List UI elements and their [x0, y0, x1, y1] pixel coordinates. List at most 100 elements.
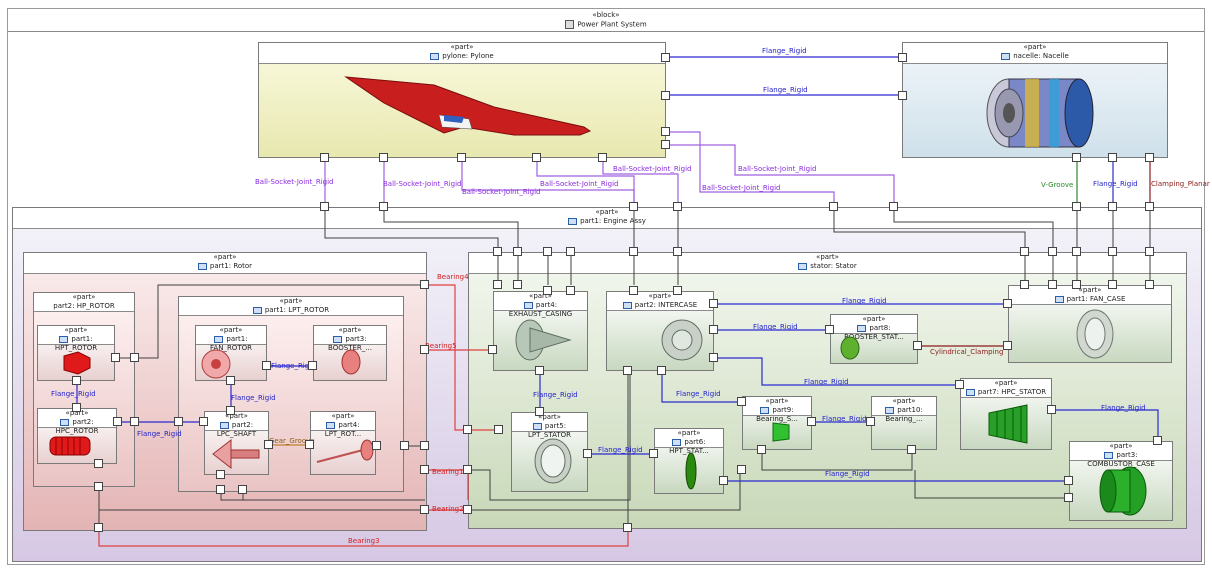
port[interactable]: [94, 523, 103, 532]
port[interactable]: [262, 361, 271, 370]
booster-rotor-part[interactable]: «part»part3: BOOSTER_...: [313, 325, 387, 381]
port[interactable]: [719, 476, 728, 485]
port[interactable]: [308, 361, 317, 370]
port[interactable]: [661, 53, 670, 62]
port[interactable]: [1145, 202, 1154, 211]
port[interactable]: [1153, 436, 1162, 445]
port[interactable]: [955, 380, 964, 389]
port[interactable]: [1108, 153, 1117, 162]
port[interactable]: [494, 425, 503, 434]
port[interactable]: [463, 425, 472, 434]
port[interactable]: [72, 376, 81, 385]
port[interactable]: [657, 366, 666, 375]
port[interactable]: [216, 485, 225, 494]
port[interactable]: [420, 280, 429, 289]
port[interactable]: [199, 417, 208, 426]
port[interactable]: [1072, 153, 1081, 162]
port[interactable]: [907, 445, 916, 454]
port[interactable]: [566, 247, 575, 256]
port[interactable]: [629, 202, 638, 211]
port[interactable]: [420, 505, 429, 514]
port[interactable]: [543, 247, 552, 256]
port[interactable]: [913, 341, 922, 350]
port[interactable]: [673, 202, 682, 211]
port[interactable]: [488, 345, 497, 354]
port[interactable]: [493, 247, 502, 256]
port[interactable]: [1047, 405, 1056, 414]
port[interactable]: [420, 441, 429, 450]
fan-rotor-part[interactable]: «part»part1: FAN_ROTOR: [195, 325, 267, 381]
port[interactable]: [174, 417, 183, 426]
port[interactable]: [1108, 247, 1117, 256]
port[interactable]: [420, 465, 429, 474]
hpt-rotor-part[interactable]: «part»part1: HPT_ROTOR: [37, 325, 115, 381]
port[interactable]: [1145, 247, 1154, 256]
port[interactable]: [94, 459, 103, 468]
port[interactable]: [493, 280, 502, 289]
port[interactable]: [305, 440, 314, 449]
port[interactable]: [513, 280, 522, 289]
port[interactable]: [673, 286, 682, 295]
port[interactable]: [113, 417, 122, 426]
port[interactable]: [320, 202, 329, 211]
port[interactable]: [463, 505, 472, 514]
port[interactable]: [898, 53, 907, 62]
lpt-stator-part[interactable]: «part»part5: LPT_STATOR: [511, 412, 588, 492]
port[interactable]: [513, 247, 522, 256]
port[interactable]: [111, 353, 120, 362]
port[interactable]: [535, 407, 544, 416]
port[interactable]: [709, 325, 718, 334]
port[interactable]: [1072, 247, 1081, 256]
fan-case-part[interactable]: «part»part1: FAN_CASE: [1008, 285, 1172, 363]
combustor-case-part[interactable]: «part»part3: COMBUSTOR_CASE: [1069, 441, 1173, 521]
port[interactable]: [379, 202, 388, 211]
port[interactable]: [226, 376, 235, 385]
port[interactable]: [420, 345, 429, 354]
exhaust-casing-part[interactable]: «part»part4: EXHAUST_CASING: [493, 291, 588, 371]
port[interactable]: [649, 449, 658, 458]
port[interactable]: [264, 440, 273, 449]
port[interactable]: [1064, 476, 1073, 485]
port[interactable]: [320, 153, 329, 162]
hpc-rotor-part[interactable]: «part»part2: HPC_ROTOR: [37, 408, 117, 464]
port[interactable]: [623, 523, 632, 532]
port[interactable]: [72, 403, 81, 412]
port[interactable]: [1003, 299, 1012, 308]
port[interactable]: [673, 247, 682, 256]
port[interactable]: [372, 441, 381, 450]
port[interactable]: [583, 449, 592, 458]
bearing-s-part[interactable]: «part»part9: Bearing_S...: [742, 396, 812, 450]
hpt-stat-part[interactable]: «part»part6: HPT_STAT...: [654, 428, 724, 494]
booster-stat-part[interactable]: «part»part8: BOOSTER_STAT...: [830, 314, 918, 364]
port[interactable]: [598, 153, 607, 162]
port[interactable]: [463, 465, 472, 474]
port[interactable]: [889, 202, 898, 211]
port[interactable]: [1108, 202, 1117, 211]
port[interactable]: [1072, 202, 1081, 211]
port[interactable]: [400, 441, 409, 450]
port[interactable]: [1064, 493, 1073, 502]
port[interactable]: [1003, 341, 1012, 350]
port[interactable]: [94, 482, 103, 491]
port[interactable]: [216, 470, 225, 479]
port[interactable]: [1145, 153, 1154, 162]
port[interactable]: [866, 417, 875, 426]
intercase-part[interactable]: «part»part2: INTERCASE: [606, 291, 714, 371]
port[interactable]: [532, 153, 541, 162]
bearing-part[interactable]: «part»part10: Bearing_...: [871, 396, 937, 450]
nacelle-part[interactable]: «part» nacelle: Nacelle: [902, 42, 1168, 158]
port[interactable]: [226, 406, 235, 415]
lpt-rot-part[interactable]: «part»part4: LPT_ROT...: [310, 411, 376, 475]
port[interactable]: [1020, 247, 1029, 256]
port[interactable]: [829, 202, 838, 211]
port[interactable]: [1020, 280, 1029, 289]
pylone-part[interactable]: «part» pylone: Pylone: [258, 42, 666, 158]
port[interactable]: [709, 353, 718, 362]
port[interactable]: [1072, 280, 1081, 289]
port[interactable]: [709, 299, 718, 308]
port[interactable]: [898, 91, 907, 100]
port[interactable]: [1048, 280, 1057, 289]
port[interactable]: [807, 417, 816, 426]
port[interactable]: [737, 397, 746, 406]
port[interactable]: [566, 286, 575, 295]
